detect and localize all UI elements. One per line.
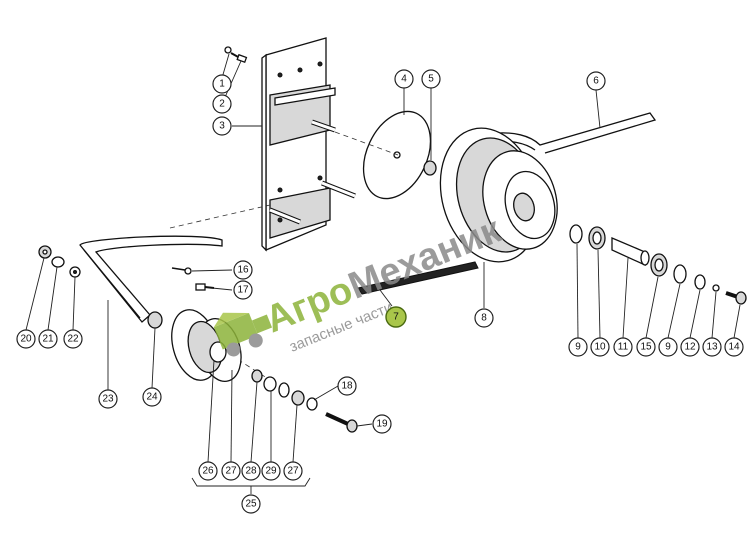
svg-text:8: 8 [481,313,487,324]
callout-17: 17 [233,280,253,300]
nut-20 [38,245,52,259]
callout-20: 20 [16,329,36,349]
svg-text:9: 9 [575,342,581,353]
svg-text:15: 15 [640,342,652,353]
svg-text:17: 17 [237,285,249,296]
svg-text:25: 25 [245,499,257,510]
callout-12: 12 [680,337,700,357]
callout-4: 4 [394,69,414,89]
washer-small [712,284,720,292]
svg-text:12: 12 [684,342,696,353]
mounting-bracket [261,37,356,252]
callout-29: 29 [261,461,281,481]
bolt-16 [171,267,192,275]
svg-text:14: 14 [728,342,740,353]
svg-text:2: 2 [219,99,225,110]
washer-18 [306,397,318,411]
callout-28: 28 [241,461,261,481]
svg-text:4: 4 [401,74,407,85]
washer-28 [251,369,263,383]
bolt-right [725,291,747,305]
svg-text:10: 10 [594,342,606,353]
svg-text:24: 24 [146,392,158,403]
svg-text:28: 28 [245,466,257,477]
callout-7-highlighted: 7 [385,306,407,328]
tension-arm [79,235,223,323]
callout-2: 2 [212,94,232,114]
callout-9-second: 9 [658,337,678,357]
spacer-ring [569,224,583,244]
sleeve [611,237,650,267]
callout-1: 1 [212,74,232,94]
svg-text:27: 27 [287,466,299,477]
callout-25: 25 [241,494,261,514]
bolt-19 [325,412,358,433]
svg-text:6: 6 [593,76,599,87]
svg-text:18: 18 [341,381,353,392]
callout-13: 13 [702,337,722,357]
bolt-small [224,46,248,64]
washer-30 [278,382,290,398]
svg-text:22: 22 [67,334,79,345]
bearing-27 [291,390,305,406]
svg-text:5: 5 [428,74,434,85]
callout-5: 5 [421,69,441,89]
callout-15: 15 [636,337,656,357]
callout-9: 9 [568,337,588,357]
callout-18: 18 [337,376,357,396]
svg-text:7: 7 [393,312,399,323]
callout-16: 16 [233,260,253,280]
svg-text:20: 20 [20,334,32,345]
callout-27: 27 [221,461,241,481]
callout-3: 3 [212,116,232,136]
callout-23: 23 [98,389,118,409]
watermark-logo: АгроМеханик запасные части [213,209,508,357]
callout-21: 21 [38,329,58,349]
large-pulley [439,127,558,263]
callout-10: 10 [590,337,610,357]
callout-19: 19 [372,414,392,434]
svg-text:16: 16 [237,265,249,276]
callout-26: 26 [198,461,218,481]
nut [423,160,437,176]
svg-text:13: 13 [706,342,718,353]
spacer-ring-2 [673,264,687,284]
svg-text:1: 1 [219,79,225,90]
svg-text:29: 29 [265,466,277,477]
callout-11: 11 [613,337,633,357]
svg-text:3: 3 [219,121,225,132]
washer-21 [51,256,65,268]
bearing-2 [650,253,668,277]
callout-14: 14 [724,337,744,357]
bushing-24 [147,311,163,329]
svg-text:19: 19 [376,419,388,430]
svg-text:27: 27 [225,466,237,477]
callout-22: 22 [63,329,83,349]
bearing [588,226,606,250]
leader-lines [25,53,741,494]
svg-text:26: 26 [202,466,214,477]
svg-text:9: 9 [665,342,671,353]
bolt-17 [195,283,215,291]
svg-text:23: 23 [102,394,114,405]
callout-6: 6 [586,71,606,91]
callout-27-second: 27 [283,461,303,481]
circlip [694,274,706,290]
svg-text:11: 11 [618,342,629,353]
callout-24: 24 [142,387,162,407]
svg-text:21: 21 [42,334,54,345]
callout-8: 8 [474,308,494,328]
washer-22 [69,266,81,278]
washer-29 [263,376,277,392]
harvester-icon [213,312,273,357]
